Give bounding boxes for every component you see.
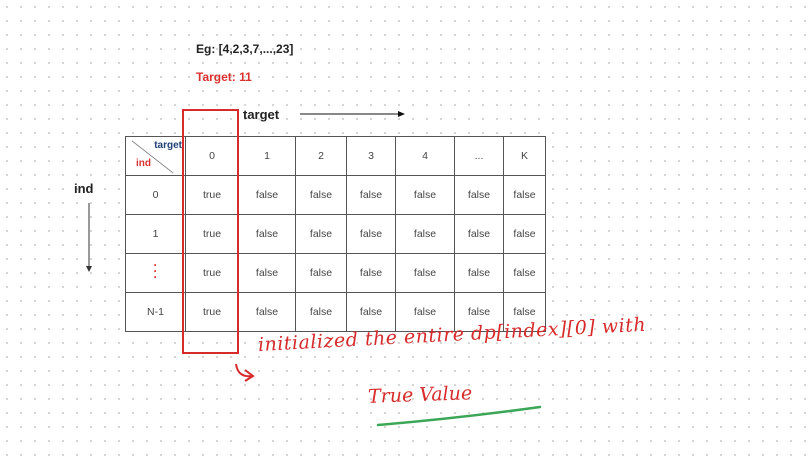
table-cell: false [346, 175, 396, 215]
table-cell: false [503, 175, 546, 215]
table-cell: false [454, 214, 504, 254]
green-underline [376, 405, 542, 427]
table-cell: false [295, 292, 347, 332]
table-cell: false [503, 292, 546, 332]
table-cell: false [346, 214, 396, 254]
row-header: 0 [125, 175, 186, 215]
row-header: · · · [125, 253, 186, 293]
row-header: N-1 [125, 292, 186, 332]
column-header: 3 [346, 136, 396, 176]
example-array-label: Eg: [4,2,3,7,...,23] [196, 42, 294, 56]
table-cell: false [295, 214, 347, 254]
target-axis-arrow [300, 111, 405, 117]
target-value-label: Target: 11 [196, 70, 252, 84]
table-cell: false [346, 292, 396, 332]
table-cell: true [185, 214, 239, 254]
column-header: 2 [295, 136, 347, 176]
column-header: K [503, 136, 546, 176]
table-cell: false [503, 214, 546, 254]
table-cell: false [295, 175, 347, 215]
table-row: 0 true false false false false false fal… [125, 175, 546, 215]
table-cell: false [454, 292, 504, 332]
table-cell: false [454, 253, 504, 293]
table-cell: false [346, 253, 396, 293]
corner-target-label: target [154, 140, 182, 151]
table-cell: false [238, 253, 296, 293]
table-row: 1 true false false false false false fal… [125, 214, 546, 254]
handwritten-note-line2: True Value [367, 382, 473, 408]
column-header: 1 [238, 136, 296, 176]
table-header-row: target ind 0 1 2 3 4 ... K [125, 136, 546, 176]
table-cell: false [395, 175, 455, 215]
table-row: · · · true false false false false false… [125, 253, 546, 293]
table-corner-cell: target ind [125, 136, 186, 176]
column-header: ... [454, 136, 504, 176]
table-cell: false [295, 253, 347, 293]
note-pointer-arrow [235, 363, 253, 378]
table-cell: false [238, 214, 296, 254]
table-cell: false [395, 253, 455, 293]
column-header: 0 [185, 136, 239, 176]
dp-table: target ind 0 1 2 3 4 ... K 0 true false … [125, 136, 546, 332]
table-cell: false [238, 175, 296, 215]
row-axis-label: ind [74, 181, 94, 196]
table-cell: true [185, 292, 239, 332]
row-header: 1 [125, 214, 186, 254]
table-cell: true [185, 175, 239, 215]
table-cell: false [503, 253, 546, 293]
table-cell: false [395, 214, 455, 254]
table-cell: false [395, 292, 455, 332]
corner-ind-label: ind [136, 158, 151, 169]
table-cell: false [238, 292, 296, 332]
column-header: 4 [395, 136, 455, 176]
ellipsis-dots: · · · [153, 258, 158, 284]
corner-diagonal [131, 140, 174, 174]
ind-axis-arrow [86, 203, 92, 272]
column-axis-label: target [243, 107, 280, 122]
table-cell: true [185, 253, 239, 293]
table-cell: false [454, 175, 504, 215]
